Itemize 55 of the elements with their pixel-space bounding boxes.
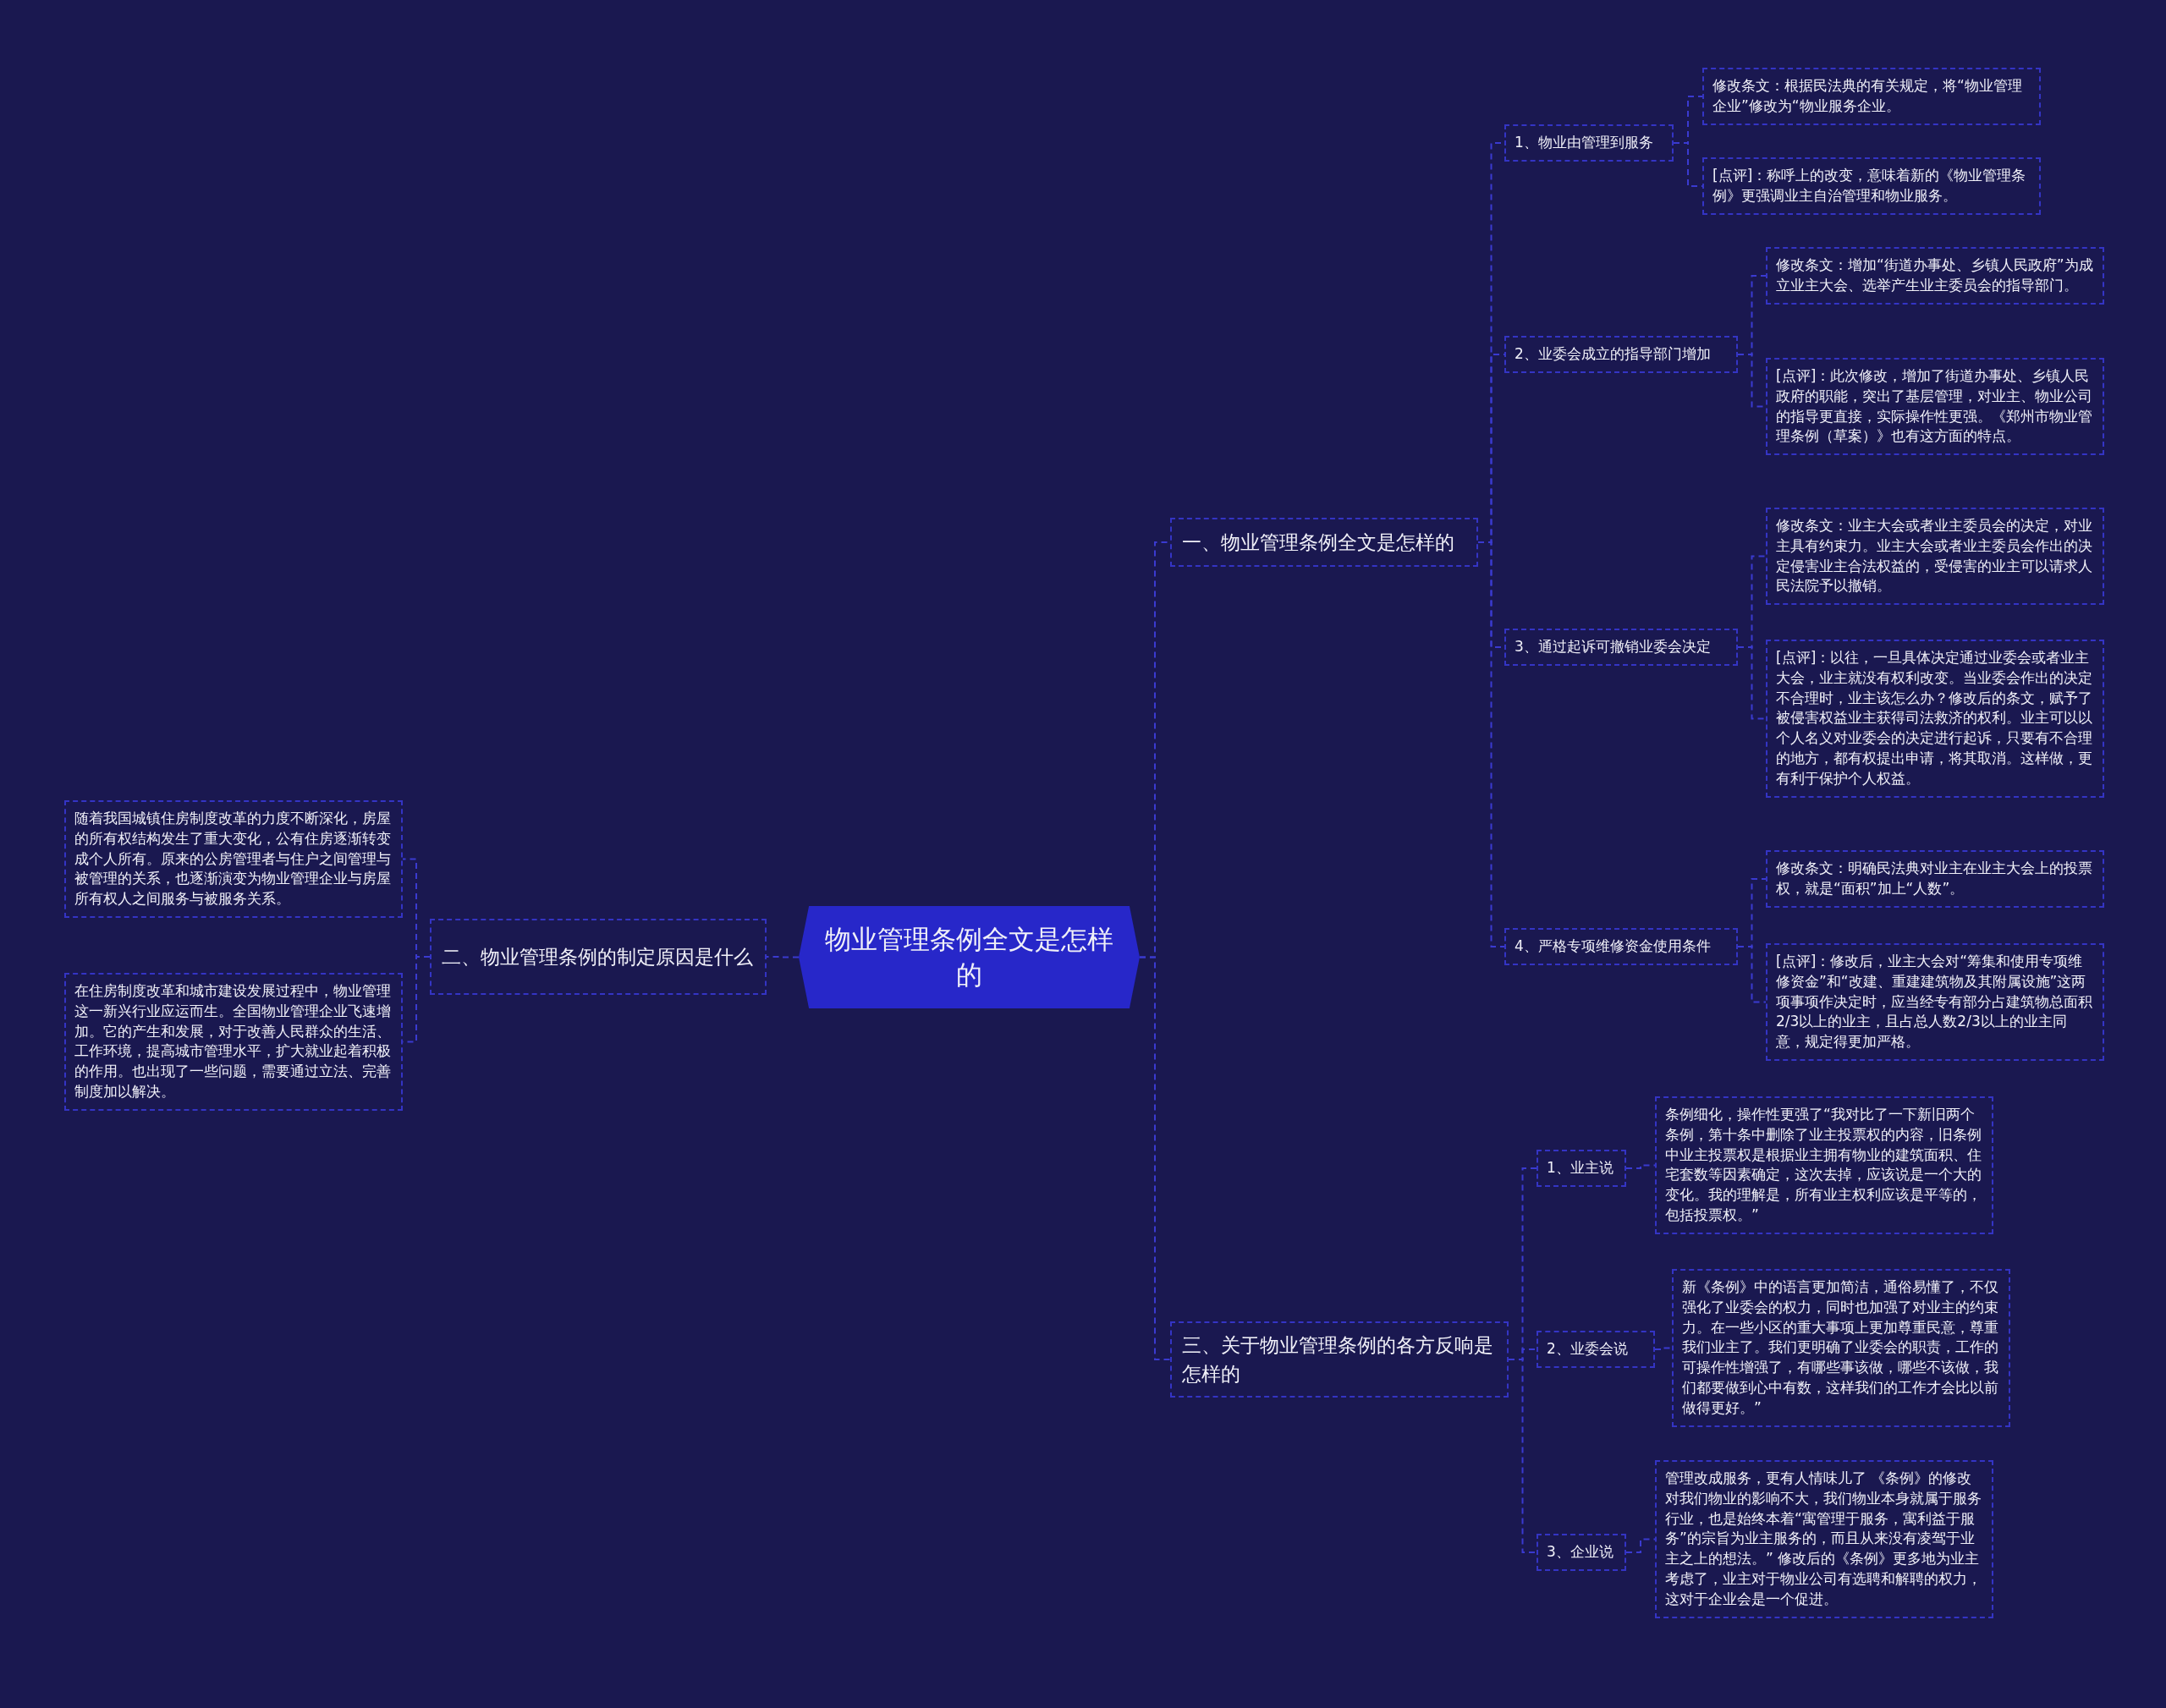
note-box bbox=[64, 800, 403, 918]
note-text: [点评]：此次修改，增加了街道办事处、乡镇人民政府的职能，突出了基层管理，对业主、物业公司的指导更直接，实际操作性更强。《郑州市物业管理条例（草案）》也有这方面的特点。 bbox=[1776, 366, 2093, 447]
connector-line bbox=[1508, 1359, 1537, 1553]
subtopic-box bbox=[1504, 124, 1674, 162]
note-box bbox=[1655, 1460, 1993, 1618]
note-box bbox=[1702, 157, 2041, 215]
subtopic-text: 3、企业说 bbox=[1547, 1542, 1614, 1562]
subtopic-box bbox=[1537, 1534, 1626, 1571]
topic-text: 一、物业管理条例全文是怎样的 bbox=[1182, 530, 1454, 555]
connector-line bbox=[766, 956, 800, 958]
subtopic-text: 1、业主说 bbox=[1547, 1158, 1614, 1178]
subtopic-box bbox=[1504, 928, 1738, 965]
topic-text: 三、关于物业管理条例的各方反响是怎样的 bbox=[1182, 1332, 1494, 1387]
note-text: 修改条文：业主大会或者业主委员会的决定，对业主具有约束力。业主大会或者业主委员会作出的决定侵害业主合法权益的，受侵害的业主可以请求人民法院予以撤销。 bbox=[1776, 516, 2093, 596]
connector-line bbox=[1654, 1347, 1673, 1350]
note-text: [点评]：修改后，业主大会对“筹集和使用专项维修资金”和“改建、重建建筑物及其附属设施”这两项事项作决定时，应当经专有部分占建筑物总面积2/3以上的业主，且占总人数2/3以上的业主同意，规定得更加严格。 bbox=[1776, 952, 2093, 1052]
connector-line bbox=[1625, 1538, 1656, 1553]
note-box bbox=[1766, 640, 2104, 798]
note-box bbox=[1655, 1096, 1993, 1234]
topic-text: 二、物业管理条例的制定原因是什么 bbox=[442, 944, 753, 969]
note-text: 在住房制度改革和城市建设发展过程中，物业管理这一新兴行业应运而生。全国物业管理企业飞速增加。它的产生和发展，对于改善人民群众的生活、工作环境，提高城市管理水平，扩大就业起着积极的作用。也出现了一些问题，需要通过立法、完善制度加以解决。 bbox=[74, 981, 392, 1101]
note-text: 新《条例》中的语言更加简洁，通俗易懂了，不仅强化了业委会的权力，同时也加强了对业主的约束力。在一些小区的重大事项上更加尊重民意，尊重我们业主了。我们更明确了业委会的职责，工作的可操作性增强了，有哪些事该做，哪些不该做，我们都要做到心中有数，这样我们的工作才会比以前做得更好。” bbox=[1682, 1277, 1999, 1418]
connector-line bbox=[1625, 1164, 1656, 1169]
note-box bbox=[1766, 358, 2104, 456]
note-text: 条例细化，操作性更强了“我对比了一下新旧两个条例，第十条中删除了业主投票权的内容，旧条例中业主投票权是根据业主拥有物业的建筑面积、住宅套数等因素确定，这次去掉，应该说是一个大的变化。我的理解是，所有业主权利应该是平等的，包括投票权。” bbox=[1665, 1105, 1982, 1225]
topic-box bbox=[430, 919, 767, 995]
topic-box bbox=[1170, 518, 1478, 567]
central-topic-text: 物业管理条例全文是怎样的 bbox=[824, 922, 1114, 991]
subtopic-text: 1、物业由管理到服务 bbox=[1515, 133, 1653, 152]
connector-line bbox=[1737, 646, 1767, 720]
note-box bbox=[1766, 943, 2104, 1061]
subtopic-box bbox=[1504, 629, 1738, 666]
note-text: 管理改成服务，更有人情味儿了 《条例》的修改对我们物业的影响不大，我们物业本身就属于服务行业，也是始终本着“寓管理于服务，寓利益于服务”的宗旨为业主服务的，而且从来没有凌驾于业主之上的想法。” 修改后的《条例》更多地为业主考虑了，业主对于物业公司有选聘和解聘的权力，这对于企业会是一个促进。 bbox=[1665, 1469, 1982, 1609]
note-box bbox=[1766, 247, 2104, 305]
connector-line bbox=[1139, 956, 1171, 1360]
subtopic-text: 3、通过起诉可撤销业委会决定 bbox=[1515, 637, 1711, 656]
note-text: [点评]：以往，一旦具体决定通过业委会或者业主大会，业主就没有权利改变。当业委会作出的决定不合理时，业主该怎么办？修改后的条文，赋予了被侵害权益业主获得司法救济的权利。业主可以以个人名义对业委会的决定进行起诉，只要有不合理的地方，都有权提出申请，将其取消。这样做，更有利于保护个人权益。 bbox=[1776, 648, 2093, 788]
subtopic-text: 4、严格专项维修资金使用条件 bbox=[1515, 936, 1711, 956]
subtopic-box bbox=[1537, 1331, 1655, 1368]
note-text: 修改条文：增加“街道办事处、乡镇人民政府”为成立业主大会、选举产生业主委员会的指导部门。 bbox=[1776, 255, 2094, 295]
subtopic-text: 2、业委会说 bbox=[1547, 1339, 1628, 1359]
subtopic-text: 2、业委会成立的指导部门增加 bbox=[1515, 344, 1711, 364]
note-box bbox=[1702, 68, 2041, 125]
connector-line bbox=[1737, 946, 1767, 1003]
subtopic-box bbox=[1537, 1150, 1626, 1187]
note-text: 修改条文：根据民法典的有关规定，将“物业管理企业”修改为“物业服务企业。 bbox=[1712, 76, 2023, 116]
note-box bbox=[1672, 1269, 2010, 1427]
note-text: 随着我国城镇住房制度改革的力度不断深化，房屋的所有权结构发生了重大变化，公有住房逐渐转变成个人所有。原来的公房管理者与住户之间管理与被管理的关系，也逐渐演变为物业管理企业与房屋所有权人之间服务与被服务关系。 bbox=[74, 809, 392, 909]
note-box bbox=[64, 973, 403, 1111]
subtopic-box bbox=[1504, 336, 1738, 373]
note-box bbox=[1766, 850, 2104, 908]
note-text: 修改条文：明确民法典对业主在业主大会上的投票权，就是“面积”加上“人数”。 bbox=[1776, 859, 2093, 898]
topic-box bbox=[1170, 1321, 1509, 1398]
note-box bbox=[1766, 508, 2104, 606]
note-text: [点评]：称呼上的改变，意味着新的《物业管理条例》更强调业主自治管理和物业服务。 bbox=[1712, 166, 2027, 206]
